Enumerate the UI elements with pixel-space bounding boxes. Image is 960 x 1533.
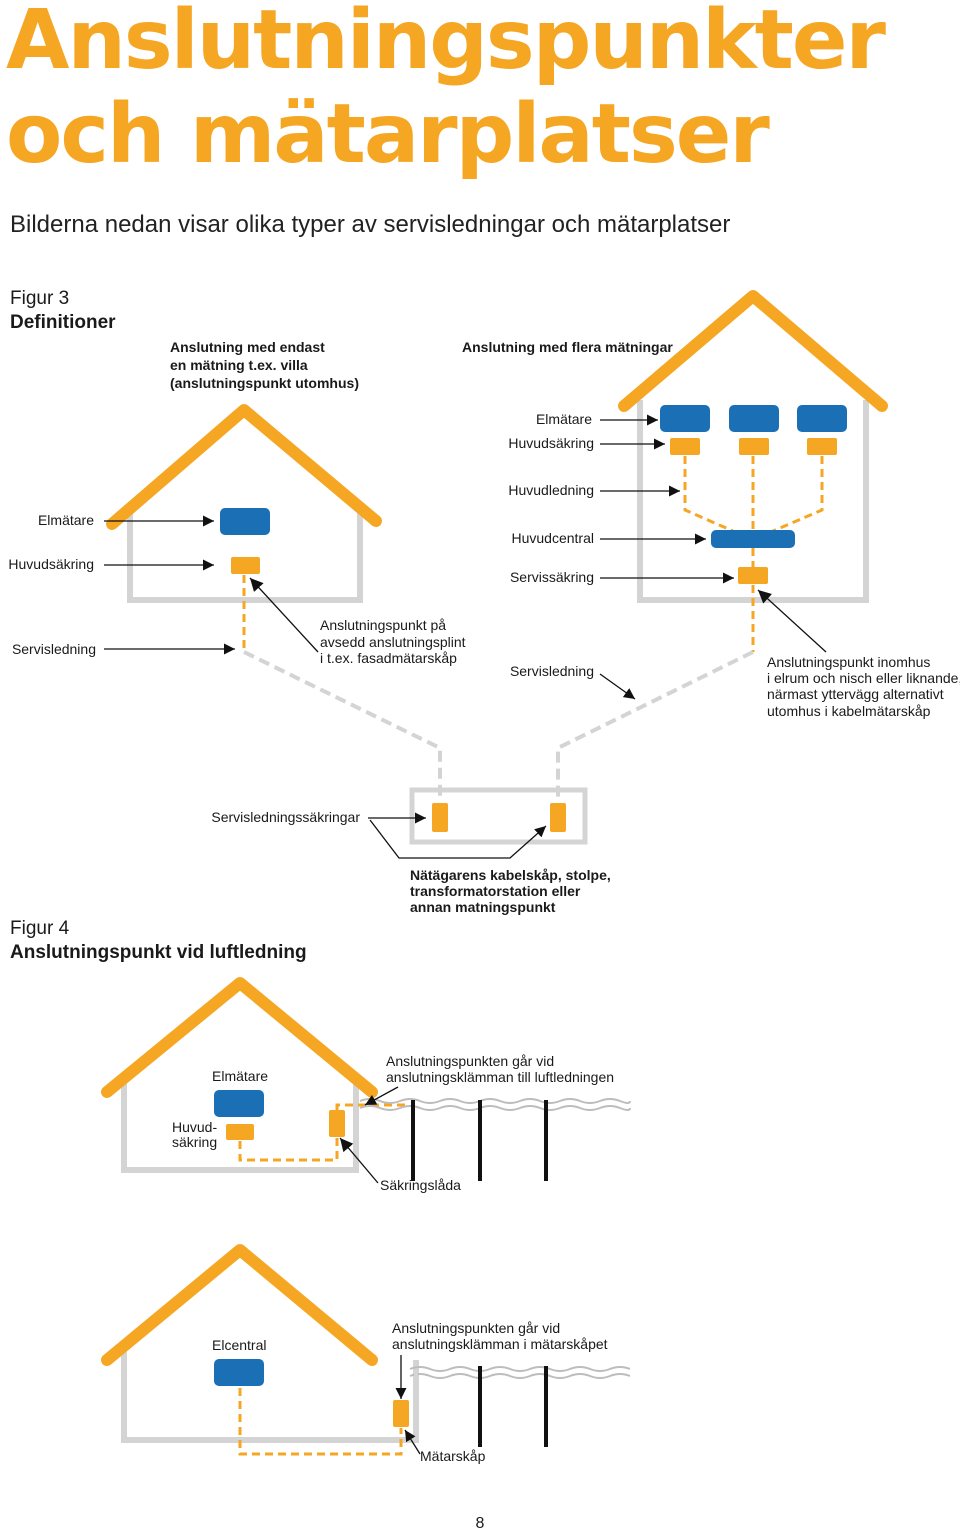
house-single-meter	[106, 404, 382, 603]
label-connection-point-left-1: Anslutningspunkt på	[320, 617, 446, 633]
figure-3-label: Figur 3 Definitioner	[10, 287, 116, 335]
electricity-meter-1	[660, 405, 710, 432]
electricity-meter	[220, 508, 270, 535]
label-meter-right: Elmätare	[536, 411, 592, 427]
network-cabinet	[409, 787, 588, 845]
label-central: Elcentral	[212, 1337, 266, 1353]
figure-4-name: Anslutningspunkt vid luftledning	[10, 942, 307, 963]
fuse-box	[329, 1110, 345, 1137]
left-heading-1: Anslutning med endast	[170, 339, 325, 355]
meter-cabinet	[393, 1400, 409, 1427]
house-multiple-meters	[618, 290, 888, 603]
label-connection-point-left-3: i t.ex. fasadmätarskåp	[320, 650, 457, 666]
label-connection-cabinet-2: anslutningsklämman i mätarskåpet	[392, 1336, 608, 1352]
page-title: Anslutningspunkter och mätarplatser	[6, 0, 886, 182]
label-connection-point-right-1: Anslutningspunkt inomhus	[767, 654, 930, 670]
label-connection-overhead-2: anslutningsklämman till luftledningen	[386, 1069, 614, 1085]
label-supply-point-2: transformatorstation eller	[410, 883, 581, 899]
figure-4-label: Figur 4 Anslutningspunkt vid luftledning	[10, 917, 307, 965]
label-supply-point-3: annan matningspunkt	[410, 899, 556, 915]
figure-3-number: Figur 3	[10, 288, 70, 309]
label-service-fuse: Servissäkring	[510, 569, 594, 585]
label-connection-point-right-3: närmast yttervägg alternativt	[767, 686, 944, 702]
main-fuse-2	[739, 438, 769, 455]
figure-4-number: Figur 4	[10, 918, 70, 939]
label-meter-left: Elmätare	[38, 512, 94, 528]
main-central	[711, 530, 795, 548]
label-main-fuse-overhead-1: Huvud-	[172, 1119, 217, 1135]
page-subtitle: Bilderna nedan visar olika typer av serv…	[10, 211, 731, 238]
electricity-meter-2	[729, 405, 779, 432]
roof-icon	[106, 404, 382, 530]
electrical-central	[214, 1359, 264, 1386]
left-heading-3: (anslutningspunkt utomhus)	[170, 375, 359, 391]
label-meter-cabinet: Mätarskåp	[420, 1448, 486, 1464]
main-fuse	[226, 1124, 254, 1140]
label-connection-point-right-4: utomhus i kabelmätarskåp	[767, 703, 931, 719]
overhead-line-2	[409, 1366, 631, 1447]
right-heading: Anslutning med flera mätningar	[462, 339, 673, 355]
house-overhead-line	[101, 977, 410, 1173]
electricity-meter	[214, 1090, 264, 1117]
roof-icon	[101, 1244, 378, 1366]
main-lines	[683, 456, 824, 568]
left-heading-2: en mätning t.ex. villa	[170, 357, 308, 373]
service-fuse	[738, 567, 768, 584]
figure-3-name: Definitioner	[10, 312, 116, 333]
label-connection-point-left-2: avsedd anslutningsplint	[320, 634, 466, 650]
page-number: 8	[475, 1515, 485, 1532]
label-fuse-box: Säkringslåda	[380, 1177, 461, 1193]
label-main-central: Huvudcentral	[512, 530, 595, 546]
label-service-line-fuses: Servisledningssäkringar	[211, 809, 360, 825]
label-main-line: Huvudledning	[508, 482, 594, 498]
label-supply-point-1: Nätägarens kabelskåp, stolpe,	[410, 867, 611, 883]
main-fuse-1	[670, 438, 700, 455]
label-service-line-right: Servisledning	[510, 663, 594, 679]
main-fuse	[231, 557, 260, 574]
label-meter-overhead: Elmätare	[212, 1068, 268, 1084]
overhead-line	[359, 1098, 631, 1181]
service-line-fuse-2	[550, 803, 566, 832]
service-line-left	[243, 650, 442, 800]
roof-icon	[101, 977, 378, 1098]
label-main-fuse-overhead-2: säkring	[172, 1134, 217, 1150]
service-line-fuse-1	[432, 803, 448, 832]
label-main-fuse-left: Huvudsäkring	[8, 556, 94, 572]
label-main-fuse-right: Huvudsäkring	[508, 435, 594, 451]
main-fuse-3	[807, 438, 837, 455]
roof-icon	[618, 290, 888, 412]
label-connection-point-right-2: i elrum och nisch eller liknande,	[767, 670, 960, 686]
label-service-line-left: Servisledning	[12, 641, 96, 657]
service-line-right	[556, 650, 754, 800]
label-connection-overhead-1: Anslutningspunkten går vid	[386, 1053, 554, 1069]
label-connection-cabinet-1: Anslutningspunkten går vid	[392, 1320, 560, 1336]
electricity-meter-3	[797, 405, 847, 432]
